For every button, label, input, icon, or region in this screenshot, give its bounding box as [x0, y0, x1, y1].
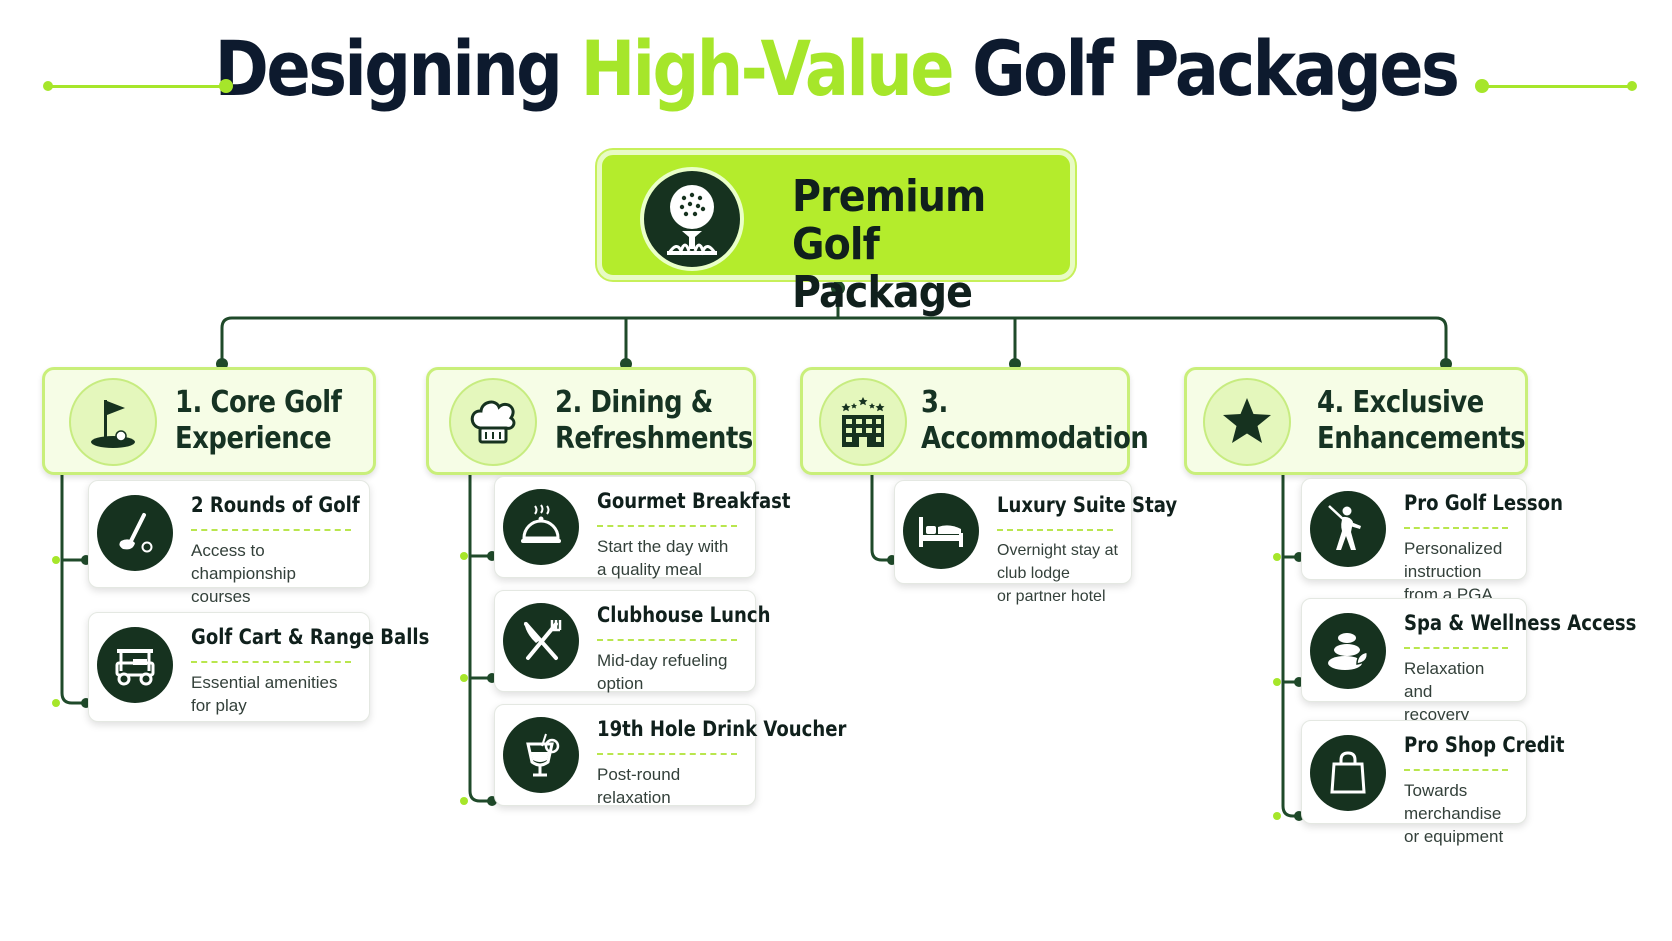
- category-label: 3. Accommodation: [921, 385, 1149, 456]
- item-card-pro-golf-lesson: Pro Golf Lesson Personalized instruction…: [1301, 478, 1563, 627]
- title-highlight: High-Value: [580, 24, 955, 113]
- item-description: Post-round relaxation: [597, 765, 681, 807]
- title-rule-dot: [43, 81, 53, 91]
- item-divider: [997, 529, 1113, 531]
- item-card-gourmet-breakfast: Gourmet Breakfast Start the day with a q…: [494, 476, 791, 579]
- shopping-bag-icon: [1310, 735, 1386, 811]
- golfer-icon: [1310, 491, 1386, 567]
- item-title: 19th Hole Drink Voucher: [597, 717, 847, 741]
- golf-cart-icon: [97, 627, 173, 703]
- hotel-icon: [819, 378, 907, 466]
- item-title: Gourmet Breakfast: [597, 489, 791, 513]
- title-rule-dot: [1627, 81, 1637, 91]
- item-card-19th-hole-drink-voucher: 19th Hole Drink Voucher Post-round relax…: [494, 704, 847, 807]
- item-title: Spa & Wellness Access: [1404, 611, 1637, 635]
- cocktail-icon: [503, 717, 579, 793]
- item-title: Luxury Suite Stay: [997, 493, 1178, 517]
- item-divider: [1404, 527, 1508, 529]
- item-divider: [597, 753, 737, 755]
- title-part-1: Designing: [214, 24, 581, 113]
- item-divider: [1404, 769, 1508, 771]
- category-label: 4. Exclusive Enhancements: [1317, 385, 1526, 456]
- item-description: Start the day with a quality meal: [597, 537, 729, 579]
- golf-club-icon: [97, 495, 173, 571]
- category-accommodation: 3. Accommodation: [800, 367, 1149, 475]
- item-title: Pro Shop Credit: [1404, 733, 1565, 757]
- golf-flag-icon: [69, 378, 157, 466]
- root-node-premium-golf-package: Premium Golf Package: [597, 150, 1075, 317]
- star-icon: [1203, 378, 1291, 466]
- item-card-spa-wellness-access: Spa & Wellness Access Relaxation and rec…: [1301, 598, 1637, 747]
- item-divider: [191, 661, 351, 663]
- cloche-icon: [503, 489, 579, 565]
- item-card-clubhouse-lunch: Clubhouse Lunch Mid-day refueling option: [494, 590, 771, 693]
- bed-icon: [903, 493, 979, 569]
- category-label: 1. Core Golf Experience: [175, 385, 342, 456]
- golf-ball-on-tee-icon: [640, 167, 744, 271]
- category-exclusive-enhancements: 4. Exclusive Enhancements: [1184, 367, 1528, 475]
- category-core-golf-experience: 1. Core Golf Experience: [42, 367, 376, 475]
- item-title: Clubhouse Lunch: [597, 603, 771, 627]
- item-card-golf-cart-range-balls: Golf Cart & Range Balls Essential amenit…: [88, 612, 430, 722]
- fork-knife-icon: [503, 603, 579, 679]
- category-dining-refreshments: 2. Dining & Refreshments: [426, 367, 756, 475]
- title-rule-dot: [219, 79, 233, 93]
- title-rule-dot: [1475, 79, 1489, 93]
- item-title: Pro Golf Lesson: [1404, 491, 1563, 515]
- page-title: Designing High-Value Golf Packages: [117, 14, 1555, 124]
- item-description: Access to championship courses: [191, 541, 296, 606]
- item-description: Mid-day refueling option: [597, 651, 728, 693]
- title-rule-right: [1482, 85, 1632, 88]
- chef-hat-icon: [449, 378, 537, 466]
- item-divider: [597, 639, 737, 641]
- item-title: 2 Rounds of Golf: [191, 493, 360, 517]
- item-card-luxury-suite-stay: Luxury Suite Stay Overnight stay at club…: [894, 480, 1178, 605]
- category-label: 2. Dining & Refreshments: [555, 385, 753, 456]
- item-title: Golf Cart & Range Balls: [191, 625, 430, 649]
- item-description: Essential amenities for play: [191, 673, 338, 715]
- item-divider: [597, 525, 737, 527]
- item-description: Overnight stay at club lodge or partner …: [997, 542, 1118, 605]
- title-part-2: Golf Packages: [951, 24, 1460, 113]
- item-card-pro-shop-credit: Pro Shop Credit Towards merchandise or e…: [1301, 720, 1565, 846]
- item-divider: [1404, 647, 1508, 649]
- item-divider: [191, 529, 351, 531]
- item-description: Towards merchandise or equipment: [1404, 781, 1504, 846]
- item-card-2-rounds-of-golf: 2 Rounds of Golf Access to championship …: [88, 480, 370, 606]
- spa-stones-icon: [1310, 613, 1386, 689]
- root-label: Premium Golf Package: [792, 171, 986, 318]
- title-rule-left: [48, 85, 226, 88]
